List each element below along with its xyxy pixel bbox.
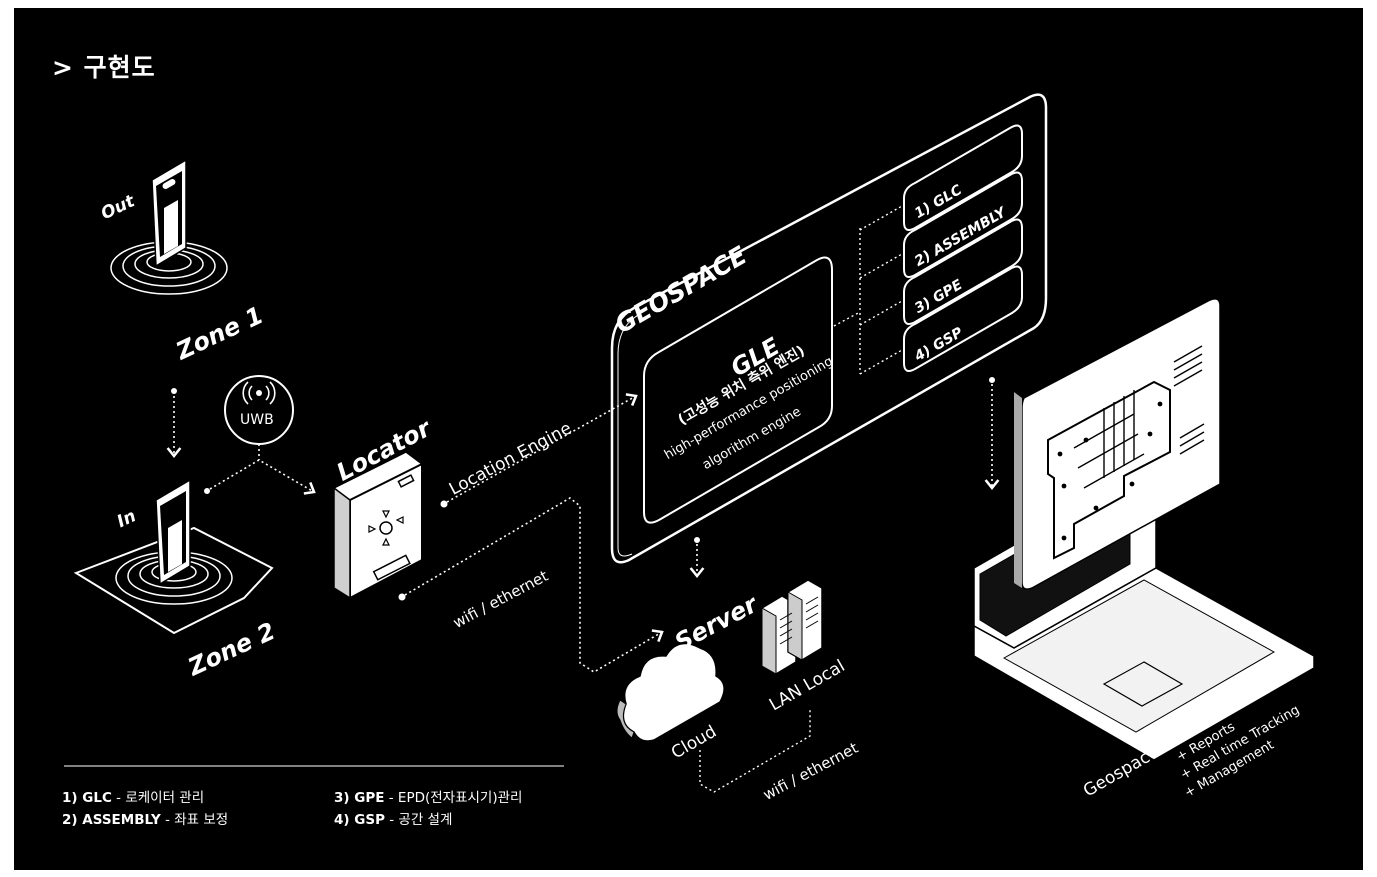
cloud-icon <box>616 642 725 742</box>
lan-server-icon <box>761 579 823 675</box>
page-title: > 구현도 <box>52 53 156 82</box>
legend-item: 2) ASSEMBLY - 좌표 보정 <box>62 812 229 828</box>
floor-plan-screen <box>1014 298 1221 590</box>
locator-device-icon <box>333 451 423 600</box>
diagram-graphics <box>64 93 1315 793</box>
legend-item: 4) GSP - 공간 설계 <box>334 812 453 828</box>
uwb-signal-icon <box>224 375 294 445</box>
geospace-panel <box>610 93 1048 564</box>
legend-right: 3) GPE - EPD(전자표시기)관리 4) GSP - 공간 설계 <box>334 787 522 831</box>
diagram-canvas: > 구현도 Out Zone 1 In Zone 2 UWB Locator L… <box>14 8 1363 870</box>
legend-left: 1) GLC - 로케이터 관리 2) ASSEMBLY - 좌표 보정 <box>62 787 228 831</box>
uwb-label: UWB <box>240 412 274 428</box>
zone2-tag-icon <box>73 478 274 635</box>
legend-item: 1) GLC - 로케이터 관리 <box>62 790 205 806</box>
zone1-tag-icon <box>110 158 228 295</box>
legend-item: 3) GPE - EPD(전자표시기)관리 <box>334 790 523 806</box>
